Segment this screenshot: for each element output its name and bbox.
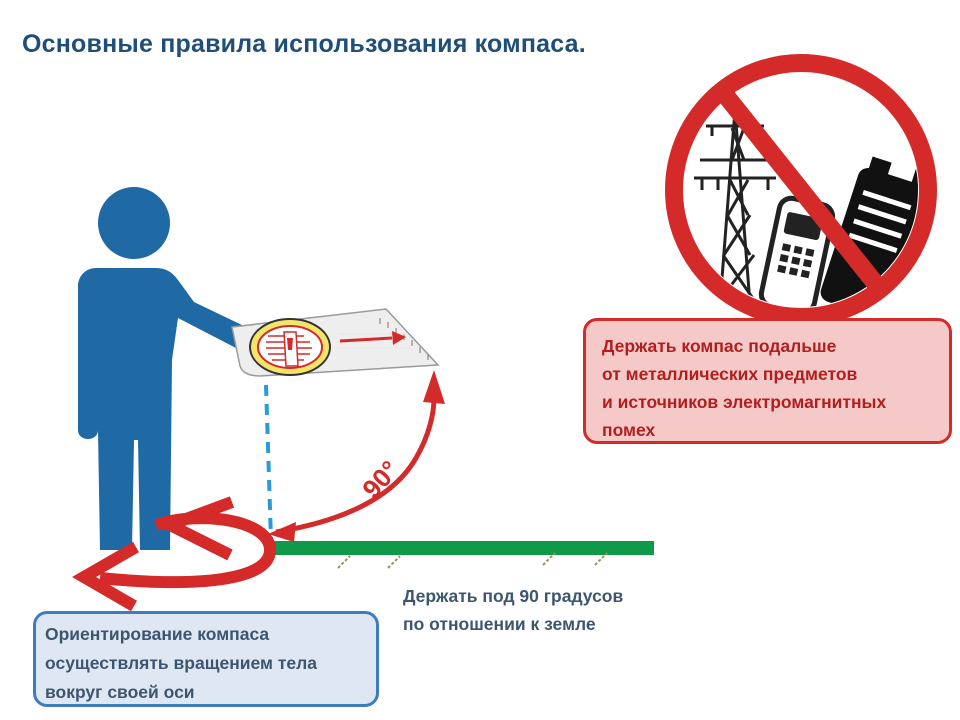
mobile-phone-icon (758, 195, 836, 307)
vertical-dashed-line (264, 384, 273, 541)
orientation-line: Ориентирование компаса (45, 624, 270, 644)
angle-arrow (268, 370, 445, 542)
ground-caption-line: по отношении к земле (403, 614, 596, 634)
orientation-line: осуществлять вращением тела (45, 653, 318, 673)
ground-line (271, 541, 654, 555)
warning-line: помех (602, 420, 656, 440)
orientation-line: вокруг своей оси (45, 682, 195, 702)
angle-label: 90° (356, 455, 405, 504)
warning-line: от металлических предметов (602, 364, 858, 384)
warning-line: и источников электромагнитных (602, 392, 887, 412)
warning-line: Держать компас подальше (602, 336, 837, 356)
ground-grass-marks (337, 552, 608, 569)
baseplate-compass-icon (231, 308, 440, 377)
prohibition-sign-icon (665, 54, 937, 326)
walkie-talkie-icon (820, 129, 918, 307)
power-line-tower-icon (694, 109, 776, 307)
person-silhouette-icon (78, 187, 260, 550)
ground-caption-line: Держать под 90 градусов (403, 586, 624, 606)
ground-caption: Держать под 90 градусов по отношении к з… (403, 582, 623, 638)
rotation-arrow (72, 496, 277, 612)
page-title: Основные правила использования компаса. (22, 30, 586, 58)
orientation-box: Ориентирование компаса осуществлять вращ… (33, 611, 379, 707)
warning-box: Держать компас подальше от металлических… (583, 318, 952, 444)
